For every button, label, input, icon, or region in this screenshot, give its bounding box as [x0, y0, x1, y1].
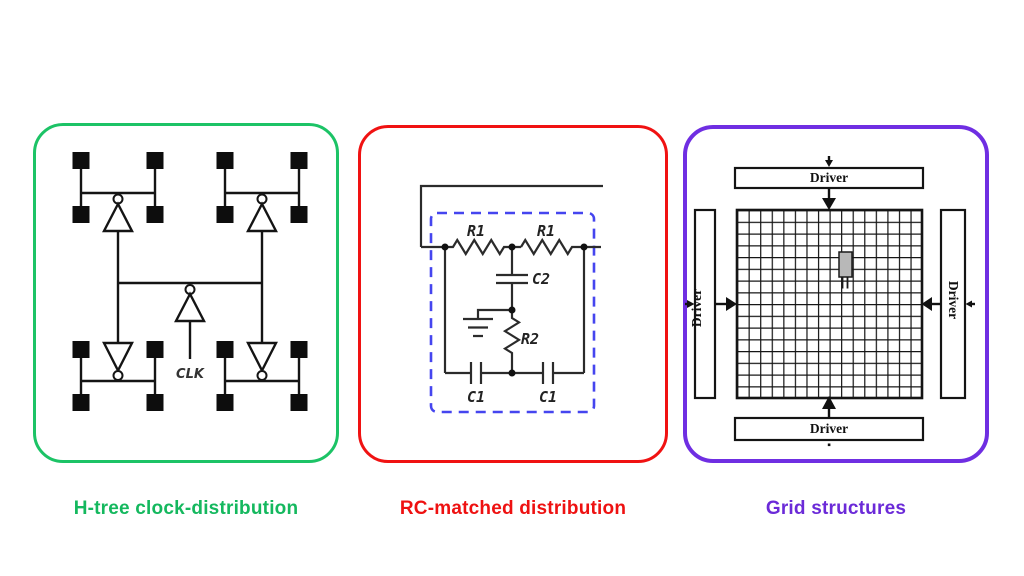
- leaf-node: [72, 152, 90, 169]
- h-quadrant-bottom-right: [216, 283, 308, 411]
- caption-grid-structures: Grid structures: [765, 498, 907, 519]
- leaf-node: [72, 394, 90, 411]
- inverter-bubble: [112, 370, 124, 381]
- h-quadrant-bottom-left: [72, 283, 164, 411]
- leaf-node: [146, 152, 164, 169]
- resistor-r2: [502, 310, 522, 373]
- leaf-node: [216, 394, 234, 411]
- capacitor-c1-left: [445, 362, 512, 384]
- grid-diagram: Driver Driver Driver Driver: [685, 156, 975, 447]
- capacitor-c1-right: [512, 362, 584, 384]
- inverter-triangle: [174, 291, 206, 323]
- driver-top: Driver: [733, 156, 925, 210]
- driver-left-label: Driver: [689, 289, 704, 327]
- inverter-triangle: [102, 201, 134, 233]
- input-arrow-icon: [687, 300, 695, 308]
- inverter-triangle: [246, 201, 278, 233]
- input-arrow-icon: [965, 300, 972, 308]
- drive-arrow-icon: [726, 297, 737, 311]
- leaf-node: [290, 152, 308, 169]
- node-dot: [508, 306, 516, 314]
- capacitor-c2: [496, 247, 528, 310]
- center-clock-buffer: CLK: [174, 284, 206, 382]
- label-r1-right: R1: [537, 222, 555, 240]
- driver-bottom: Driver: [733, 396, 925, 447]
- caption-rc-matched: RC-matched distribution: [399, 498, 627, 519]
- drive-arrow-icon: [921, 297, 932, 311]
- driver-bottom-label: Driver: [810, 421, 848, 436]
- driver-right-label: Driver: [946, 281, 961, 319]
- node-dot: [580, 243, 588, 251]
- leaf-node: [216, 206, 234, 223]
- leaf-node: [290, 206, 308, 223]
- rc-circuit-diagram: R1 R1 C2 R2 C1 C1: [419, 184, 603, 414]
- clock-grid-mesh: [735, 208, 924, 400]
- input-arrow-icon: [825, 160, 833, 167]
- node-dot: [508, 369, 516, 377]
- caption-h-tree: H-tree clock-distribution: [73, 498, 299, 519]
- leaf-node: [72, 206, 90, 223]
- drive-arrow-icon: [822, 198, 836, 210]
- leaf-node: [290, 394, 308, 411]
- label-c1-right: C1: [539, 388, 557, 406]
- node-dot: [441, 243, 449, 251]
- node-dot: [508, 243, 516, 251]
- leaf-node: [72, 341, 90, 358]
- drive-arrow-icon: [822, 396, 836, 409]
- driver-left: Driver: [685, 208, 737, 400]
- leaf-node: [146, 341, 164, 358]
- ground-symbol: [463, 308, 512, 338]
- grid-tap-component: [838, 251, 853, 289]
- label-r1-left: R1: [467, 222, 485, 240]
- label-c1-left: C1: [467, 388, 485, 406]
- clk-label: CLK: [176, 367, 205, 382]
- leaf-node: [216, 152, 234, 169]
- h-quadrant-top-left: [72, 152, 164, 283]
- label-c2: C2: [532, 270, 550, 288]
- leaf-node: [290, 341, 308, 358]
- h-tree-diagram: CLK: [72, 152, 308, 411]
- inverter-triangle: [246, 341, 278, 374]
- h-quadrant-top-right: [216, 152, 308, 283]
- input-tick: [827, 443, 831, 447]
- leaf-node: [216, 341, 234, 358]
- resistor-r1-left: [421, 237, 521, 257]
- feed-wire: [419, 184, 603, 247]
- matched-segment-dashed-box: [429, 211, 596, 414]
- resistor-r1-right: [520, 237, 601, 257]
- leaf-node: [146, 206, 164, 223]
- driver-right: Driver: [921, 208, 975, 400]
- inverter-bubble: [256, 370, 268, 381]
- label-r2: R2: [521, 330, 539, 348]
- driver-top-label: Driver: [810, 170, 848, 185]
- leaf-node: [146, 394, 164, 411]
- inverter-triangle: [102, 341, 134, 374]
